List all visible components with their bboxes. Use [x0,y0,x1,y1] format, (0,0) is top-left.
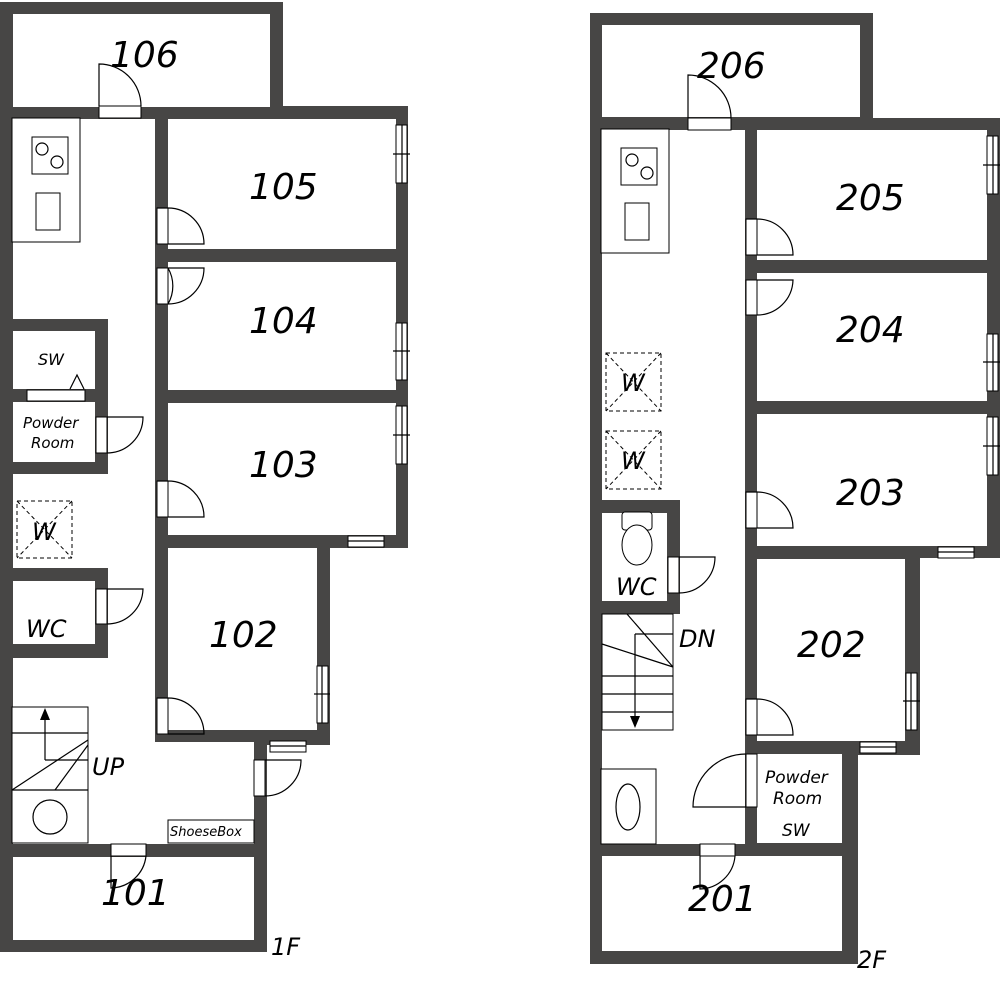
room-label-101: 101 [101,873,170,914]
sliding-door-sw-1f[interactable] [26,389,86,402]
washer-space-2f-1 [605,352,662,412]
door-wc-1f[interactable] [95,588,144,625]
label-stairs-up: UP [92,753,125,781]
label-washer-2f-1: W [621,369,646,397]
door-104[interactable] [156,267,205,305]
wc-1f[interactable] [13,581,95,644]
room-103[interactable] [168,403,396,535]
shoe-box [167,819,255,844]
label-sw-1f: SW [38,350,65,369]
room-203[interactable] [757,414,987,546]
stairs-down-2f[interactable] [601,613,674,731]
label-sw-2f: SW [782,821,811,841]
switch-room-1f[interactable] [13,331,95,389]
room-102[interactable] [168,548,317,730]
label-shoe-box: ShoeseBox [170,825,242,840]
toilet-icon [621,511,653,566]
washer-space-1f [16,500,73,559]
floor-1f: 106 105 104 103 102 101 SW Powder Room W… [0,2,410,961]
door-201[interactable] [699,843,736,890]
floor-2f: 206 205 204 203 202 201 W W WC DN Powder… [590,13,1000,974]
door-101[interactable] [110,843,147,889]
window [269,124,410,753]
label-washer-1f: W [32,518,57,546]
floor-label-2f: 2F [857,946,887,974]
room-label-102: 102 [209,615,278,656]
room-label-206: 206 [697,46,766,87]
door-entrance-1f[interactable] [253,759,302,797]
room-label-202: 202 [797,625,866,666]
arrow-up-icon [40,708,50,720]
arrow-down-icon [630,716,640,728]
door-202[interactable] [745,698,794,736]
room-202[interactable] [757,559,905,741]
room-206[interactable] [602,25,860,117]
door-wc-2f[interactable] [667,556,716,594]
room-label-105: 105 [249,167,318,208]
label-wc-2f: WC [616,573,657,601]
label-powder-2f: Powder [765,768,829,788]
room-105[interactable] [168,119,396,249]
door-204[interactable] [745,279,794,316]
door-powder-room-2f[interactable] [692,753,758,808]
water-heater-icon [32,799,68,835]
arrow-icon [69,373,85,390]
room-label-201: 201 [688,879,757,920]
floor-label-1f: 1F [271,933,301,961]
door-106[interactable] [98,63,142,119]
room-label-103: 103 [249,445,318,486]
door-103[interactable] [156,480,205,518]
door-powder-room-1f[interactable] [95,416,144,454]
room-204[interactable] [757,273,987,401]
door-203[interactable] [745,491,794,529]
room-106[interactable] [13,14,270,107]
room-label-104: 104 [249,301,318,342]
room-label-205: 205 [836,178,905,219]
room-label-204: 204 [836,310,905,351]
label-wc-1f: WC [26,615,67,643]
door-102[interactable] [156,697,205,735]
washer-space-2f-2 [605,430,662,490]
label-washer-2f-2: W [621,447,646,475]
room-label-106: 106 [110,35,179,76]
powder-room-2f[interactable] [757,754,842,843]
kitchen-counter-1f [11,117,81,243]
label-room-2f: Room [773,789,822,809]
door-205[interactable] [745,218,794,256]
room-101[interactable] [13,857,254,940]
powder-room-1f[interactable] [13,402,95,462]
label-room-1f: Room [31,434,74,452]
label-stairs-dn: DN [679,625,715,653]
room-205[interactable] [757,130,987,260]
room-104[interactable] [168,262,396,390]
label-powder-1f: Powder [23,414,79,432]
window [859,135,1000,754]
kitchen-counter-2f [600,128,670,254]
door-206[interactable] [687,74,732,131]
bath-unit-2f [600,768,657,845]
room-label-203: 203 [836,473,905,514]
door-105[interactable] [156,207,205,245]
room-201[interactable] [602,856,842,951]
stairs-up-1f[interactable] [11,706,89,844]
